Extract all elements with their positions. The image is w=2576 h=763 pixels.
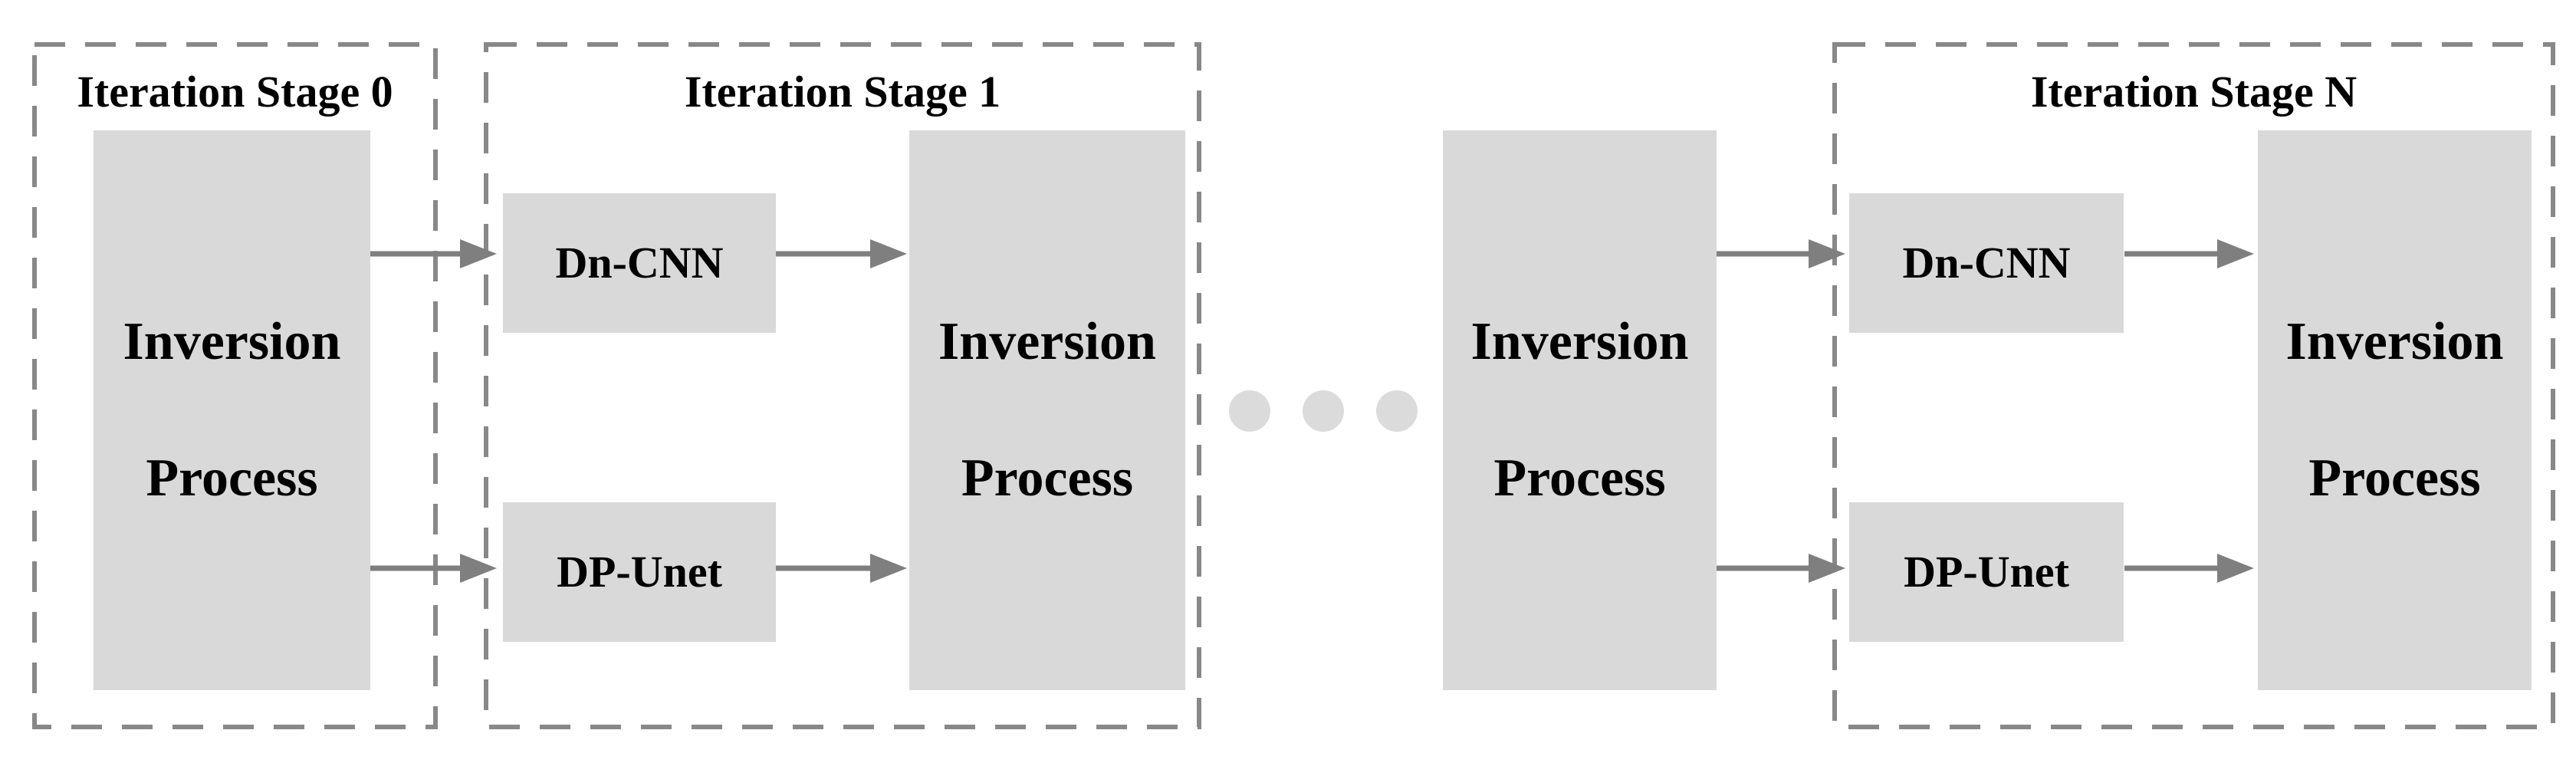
arrow-dncnn-to-inversion-stageN — [2124, 239, 2254, 268]
stage0-dashed-box — [32, 42, 438, 729]
inversion-label-line2: Process — [146, 449, 318, 508]
arrow-dpunet-to-inversion-stage1 — [776, 554, 907, 583]
stageN-dpunet-box: DP-Unet — [1849, 502, 2124, 642]
inversion-label-line1: Inversion — [938, 312, 1156, 371]
stage1-title: Iteration Stage 1 — [684, 67, 1001, 117]
inversion-label-line1: Inversion — [1470, 312, 1689, 371]
stageN-dashed-box — [1832, 42, 2555, 729]
inversion-label-line2: Process — [2308, 449, 2481, 508]
arrow-middle-to-dncnn — [1717, 239, 1845, 268]
dpunet-label: DP-Unet — [1904, 547, 2069, 597]
inversion-label-line1: Inversion — [2285, 312, 2504, 371]
dncnn-label: Dn-CNN — [555, 238, 724, 288]
ellipsis-dots-icon — [1229, 390, 1418, 432]
stage1-dncnn-box: Dn-CNN — [503, 193, 776, 333]
dncnn-label: Dn-CNN — [1902, 238, 2071, 288]
stage1-dpunet-box: DP-Unet — [503, 502, 776, 642]
stageN-title: Iteration Stage N — [2030, 67, 2358, 117]
arrow-dncnn-to-inversion-stage1 — [776, 239, 907, 268]
stage0-inversion-process-box: Inversion Process — [94, 130, 370, 690]
dpunet-label: DP-Unet — [557, 547, 722, 597]
inversion-label-line2: Process — [1493, 449, 1666, 508]
stageN-dncnn-box: Dn-CNN — [1849, 193, 2124, 333]
stage1-dashed-box — [484, 42, 1201, 729]
arrow-stage0-to-dpunet — [370, 554, 497, 583]
arrow-dpunet-to-inversion-stageN — [2124, 554, 2254, 583]
inversion-label-line2: Process — [961, 449, 1134, 508]
stageN-inversion-process-box: Inversion Process — [2258, 130, 2532, 690]
arrow-stage0-to-dncnn — [370, 239, 497, 268]
stage0-title: Iteration Stage 0 — [77, 67, 393, 117]
middle-inversion-process-box: Inversion Process — [1443, 130, 1717, 690]
stage1-inversion-process-box: Inversion Process — [909, 130, 1185, 690]
inversion-label-line1: Inversion — [123, 312, 341, 371]
arrow-middle-to-dpunet — [1717, 554, 1845, 583]
